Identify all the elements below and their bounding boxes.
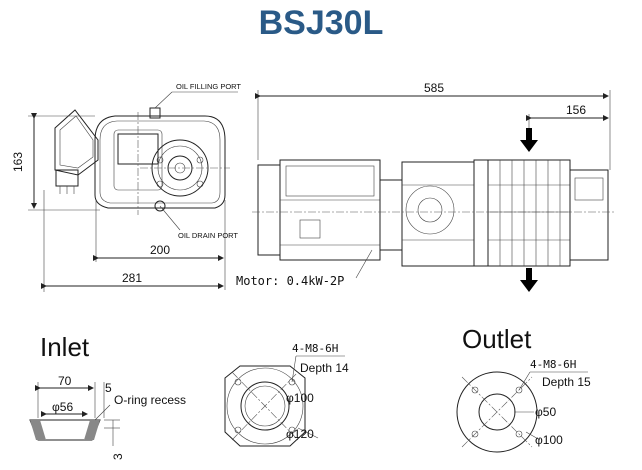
oil-drain-port-label: OIL DRAIN PORT <box>178 231 238 240</box>
dim-inlet-56: φ56 <box>52 400 73 414</box>
dim-total-585: 585 <box>424 81 444 95</box>
dim-inlet-3: 3 <box>111 453 125 460</box>
page-title: BSJ30L <box>258 4 384 42</box>
flow-arrow-in <box>520 128 538 152</box>
outlet-depth: Depth 15 <box>542 375 591 389</box>
side-view <box>28 91 238 292</box>
inlet-bolt-spec: 4-M8-6H <box>292 342 338 355</box>
dim-inlet-70: 70 <box>58 374 72 388</box>
inlet-section <box>29 382 120 446</box>
inlet-label: Inlet <box>40 332 90 362</box>
outlet-label: Outlet <box>462 324 532 354</box>
front-view <box>252 90 615 292</box>
inlet-pcd: φ100 <box>286 391 314 405</box>
motor-label: Motor: 0.4kW-2P <box>236 274 344 288</box>
dim-width-281: 281 <box>122 271 142 285</box>
inlet-outer-diameter: φ120 <box>286 427 314 441</box>
dim-right-156: 156 <box>566 103 586 117</box>
outlet-bore: φ50 <box>535 405 556 419</box>
inlet-flange <box>224 355 345 447</box>
dim-height-163: 163 <box>11 152 25 172</box>
outlet-bolt-spec: 4-M8-6H <box>530 358 576 371</box>
flow-arrow-out <box>520 268 538 292</box>
dim-width-200: 200 <box>150 243 170 257</box>
outlet-flange <box>456 371 588 453</box>
inlet-depth: Depth 14 <box>300 361 349 375</box>
oil-filling-port-label: OIL FILLING PORT <box>176 82 241 91</box>
dim-inlet-5: 5 <box>105 381 112 395</box>
outlet-pcd: φ100 <box>535 433 563 447</box>
oring-recess-label: O-ring recess <box>114 393 186 407</box>
